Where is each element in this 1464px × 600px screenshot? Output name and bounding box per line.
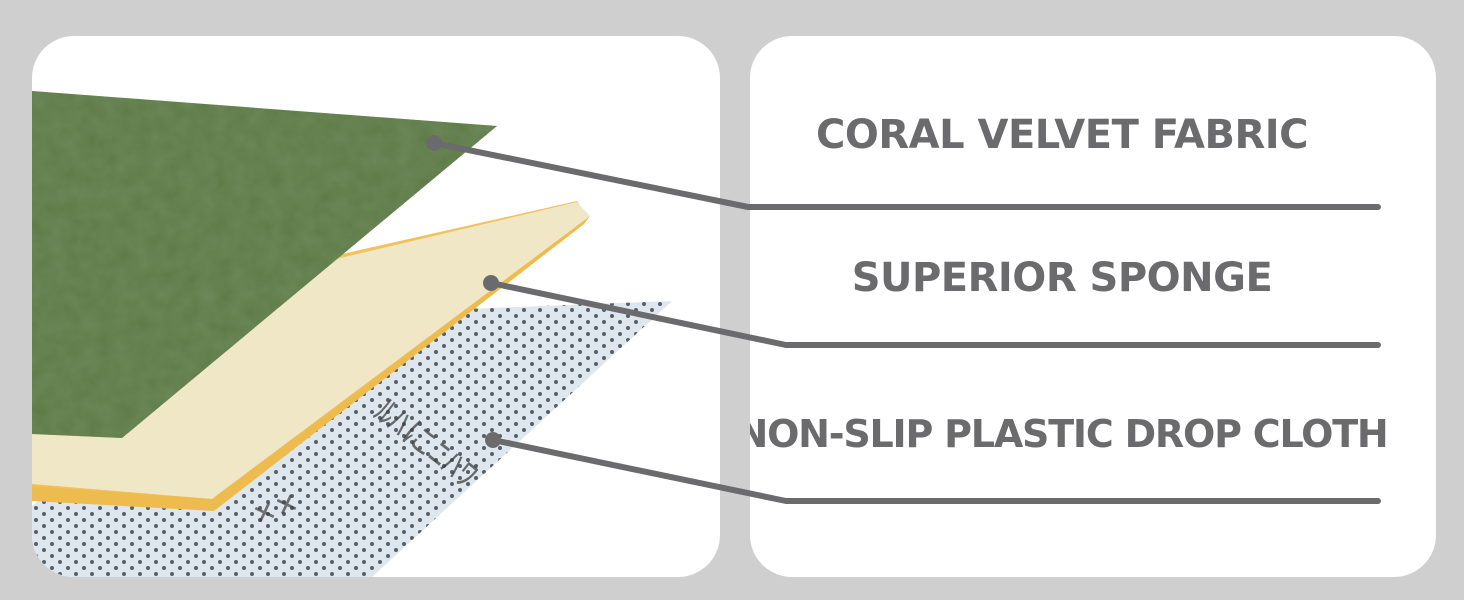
sponge-layer [32,201,590,511]
layer-label-drop-cloth: NON-SLIP PLASTIC DROP CLOTH [750,412,1389,456]
layer-labels-panel: CORAL VELVET FABRIC SUPERIOR SPONGE NON-… [750,36,1436,577]
velvet-layer [32,91,497,438]
layer-label-superior-sponge: SUPERIOR SPONGE [851,255,1273,301]
mat-layers-illustration: ﾙﾊにﾆﾊﾜ ✕✕ [32,91,672,577]
layer-label-coral-velvet: CORAL VELVET FABRIC [815,112,1309,158]
layer-illustration-panel: ﾙﾊにﾆﾊﾜ ✕✕ [32,36,720,577]
